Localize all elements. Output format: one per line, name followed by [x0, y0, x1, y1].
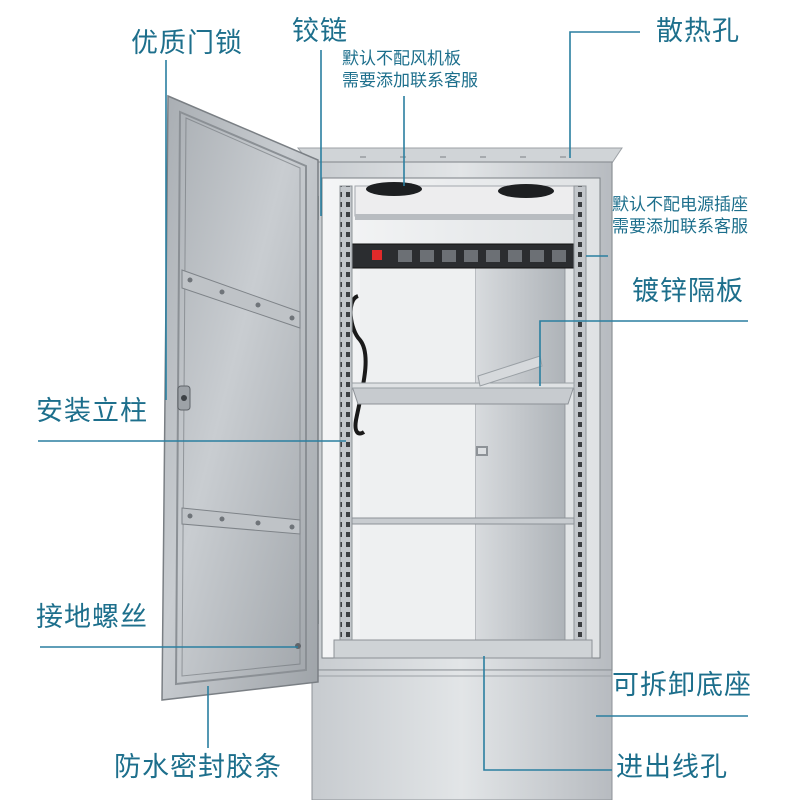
power-strip	[341, 243, 587, 269]
rear-handle	[476, 446, 488, 456]
leader-cable-entry	[483, 656, 612, 771]
door-lock	[177, 385, 191, 411]
ground-screw	[295, 643, 301, 649]
callout-ground-screw: 接地螺丝	[36, 602, 148, 633]
callout-mounting-post: 安装立柱	[36, 396, 148, 427]
leader-vent-holes	[569, 31, 640, 158]
callout-fan-note: 默认不配风机板 需要添加联系客服	[342, 48, 478, 92]
shelf-rail	[351, 517, 575, 525]
galvanized-shelf	[351, 355, 575, 405]
cabinet-body	[296, 147, 623, 800]
leader-galvanized-shelf	[539, 320, 748, 386]
callout-vent-holes: 散热孔	[656, 16, 740, 47]
pdu-note-line1: 默认不配电源插座	[612, 195, 748, 215]
top-fan-panel	[354, 182, 576, 220]
fan-note-line1: 默认不配风机板	[342, 49, 461, 69]
callout-cable-entry: 进出线孔	[616, 752, 728, 783]
callout-waterproof-strip: 防水密封胶条	[114, 752, 282, 783]
detachable-base	[311, 669, 613, 800]
callout-detachable-base: 可拆卸底座	[612, 670, 752, 701]
rack-post-right	[573, 185, 587, 649]
pdu-note-line2: 需要添加联系客服	[612, 217, 748, 237]
rack-post-left	[339, 185, 353, 649]
callout-pdu-note: 默认不配电源插座 需要添加联系客服	[612, 194, 748, 238]
callout-galvanized-shelf: 镀锌隔板	[632, 276, 744, 307]
leader-lines	[38, 31, 748, 771]
callout-door-lock: 优质门锁	[131, 28, 243, 59]
callout-hinge: 铰链	[292, 16, 348, 47]
cabinet-door	[161, 94, 319, 701]
fan-note-line2: 需要添加联系客服	[342, 71, 478, 91]
